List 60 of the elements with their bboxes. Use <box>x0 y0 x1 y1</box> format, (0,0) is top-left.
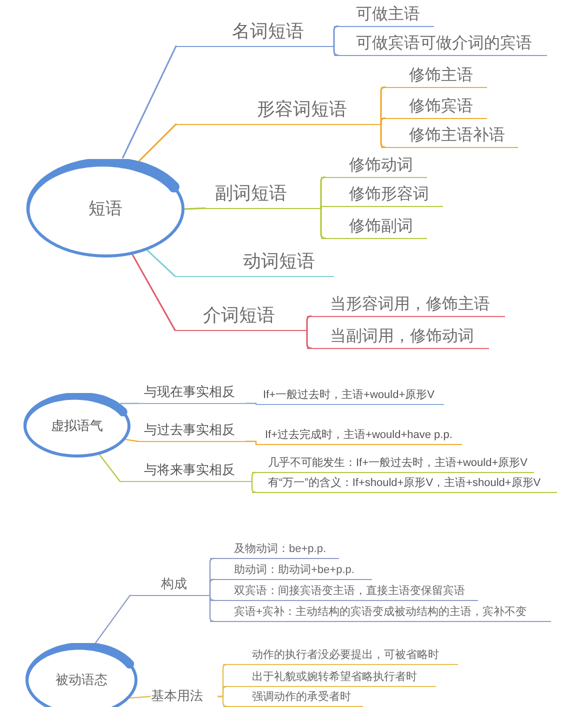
connector-line <box>130 696 151 699</box>
connector-line <box>320 205 322 209</box>
connector-line <box>251 480 257 493</box>
branch-topic: 与过去事实相反 <box>138 420 246 442</box>
subtopic: 修饰动词 <box>321 152 427 178</box>
branch-topic: 动词短语 <box>175 248 334 277</box>
branch-topic: 名词短语 <box>176 18 334 47</box>
subtopic: 有“万一”的含义：If+should+原形V，主语+should+原形V <box>252 474 557 493</box>
connector-line <box>122 45 177 158</box>
subtopic: 双宾语：间接宾语变主语，直接主语变保留宾语 <box>210 582 478 601</box>
connector-line <box>95 594 131 644</box>
branch-topic: 与将来事实相反 <box>120 460 252 482</box>
connector-line <box>217 696 228 707</box>
connector-line <box>245 402 257 405</box>
connector-line <box>251 472 257 482</box>
subtopic: 强调动作的承受者时 <box>223 688 363 707</box>
subtopic: 当形容词用，修饰主语 <box>307 291 505 317</box>
connector-line <box>132 254 176 331</box>
subtopic: 助动词：助动词+be+p.p. <box>210 560 372 580</box>
subtopic: 动作的执行者没必要提出，可被省略时 <box>223 646 458 665</box>
connector-line <box>380 123 386 148</box>
branch-topic: 形容词短语 <box>176 96 381 125</box>
connector-line <box>320 207 326 239</box>
connector-line <box>306 329 312 349</box>
branch-topic: 介词短语 <box>175 302 307 331</box>
connector-line <box>333 25 339 47</box>
connector-line <box>125 438 139 442</box>
subtopic: 修饰形容词 <box>321 181 443 207</box>
subtopic: If+一般过去时，主语+would+原形V <box>256 386 444 405</box>
subtopic: 几乎不可能发生：If+一般过去时，主语+would+原形V <box>252 454 534 473</box>
subtopic: 修饰副词 <box>321 213 427 239</box>
connector-line <box>99 454 121 482</box>
branch-topic: 副词短语 <box>205 180 321 209</box>
connector-line <box>245 440 257 445</box>
connector-line <box>320 176 326 209</box>
connector-line <box>138 123 177 162</box>
connector-line <box>209 578 215 596</box>
branch-topic: 基本用法 <box>150 686 218 707</box>
subtopic: 可做宾语可做介词的宾语 <box>334 30 547 56</box>
connector-line <box>146 250 176 277</box>
subtopic: 当副词用，修饰动词 <box>307 323 489 349</box>
central-topic-oval: 短语 <box>25 159 186 259</box>
connector-line <box>306 315 312 331</box>
branch-topic: 与现在事实相反 <box>138 382 246 404</box>
connector-line <box>184 207 206 210</box>
subtopic: 宾语+宾补：主动结构的宾语变成被动结构的主语，宾补不变 <box>210 602 551 622</box>
subtopic: If+过去完成时，主语+would+have p.p. <box>256 426 462 445</box>
subtopic: 修饰宾语 <box>381 93 487 119</box>
subtopic: 修饰主语补语 <box>381 122 518 148</box>
connector-line <box>209 594 215 601</box>
connector-line <box>209 594 215 622</box>
connector-line <box>380 117 386 125</box>
connector-line <box>120 402 139 404</box>
subtopic: 可做主语 <box>334 1 434 27</box>
subtopic: 及物动词：be+p.p. <box>210 540 339 559</box>
subtopic: 出于礼貌或婉转希望省略执行者时 <box>223 668 436 687</box>
central-topic-oval: 虚拟语气 <box>22 393 132 459</box>
subtopic: 修饰主语 <box>381 62 487 88</box>
connector-line <box>333 45 339 56</box>
branch-topic: 构成 <box>130 574 210 596</box>
